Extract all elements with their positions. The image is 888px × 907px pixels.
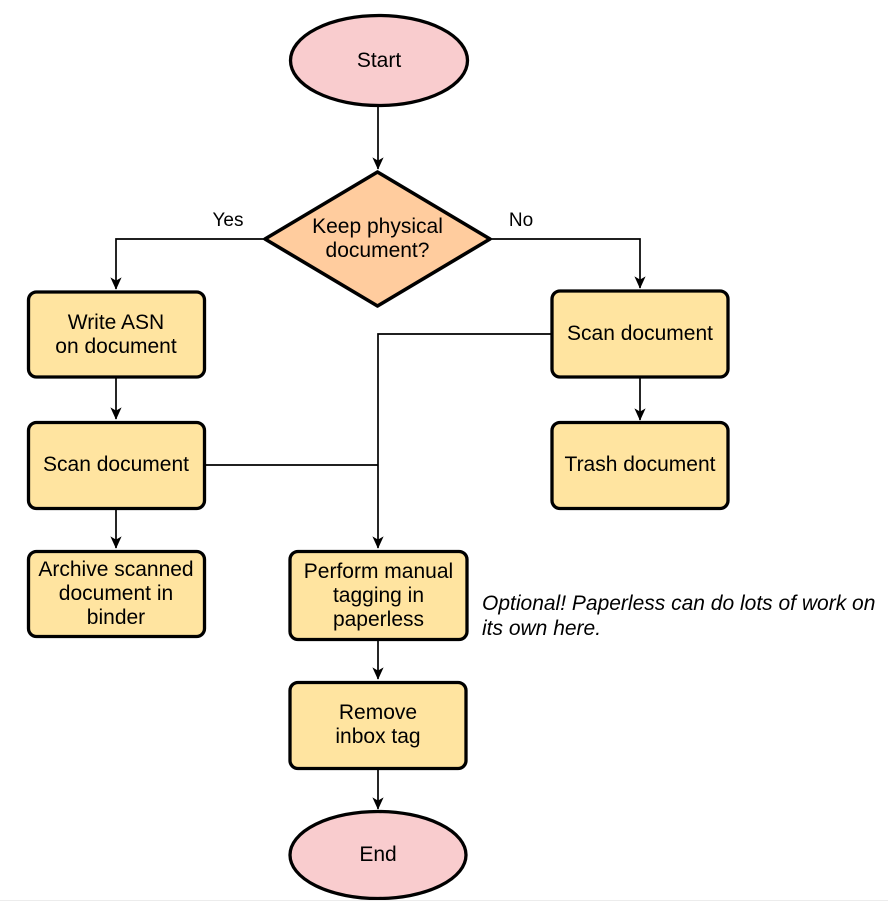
- decision-diamond-shape: [263, 170, 492, 308]
- remove-inbox-process-shape: [288, 680, 468, 771]
- edge-scan-right-to-tagging: [372, 333, 552, 549]
- edge-decision-no-to-scan-right: [489, 238, 646, 289]
- scan-right-process-shape: [550, 289, 730, 379]
- edge-decision-yes-to-write-asn: [110, 238, 266, 290]
- write-asn-process-shape: [26, 290, 207, 379]
- scan-left-process-shape: [26, 420, 207, 511]
- trash-process-shape: [550, 420, 730, 511]
- tagging-process-shape: [288, 549, 469, 642]
- end-terminator-shape: [288, 809, 468, 901]
- start-terminator-shape: [288, 13, 470, 108]
- bottom-rule: [0, 900, 888, 901]
- archive-process-shape: [26, 549, 207, 639]
